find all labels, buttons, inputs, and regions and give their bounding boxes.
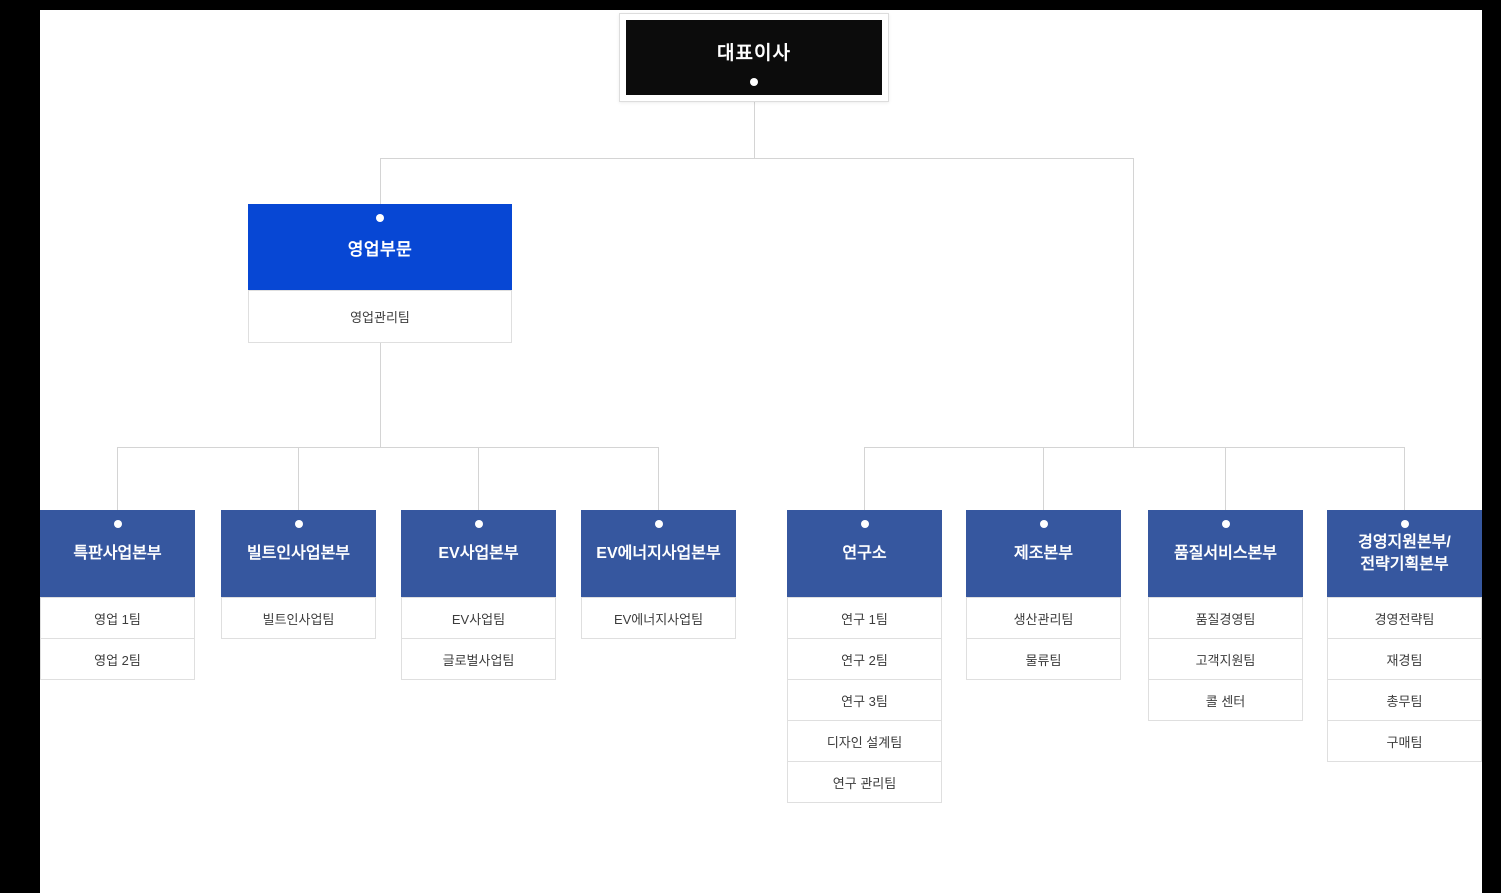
- team-item: 고객지원팀: [1148, 638, 1303, 680]
- connector-line: [380, 158, 381, 205]
- connector-line: [1133, 158, 1134, 448]
- ceo-box: 대표이사: [626, 20, 882, 95]
- department-title: 품질서비스본부: [1173, 544, 1278, 562]
- department-column: EV에너지사업본부 EV에너지사업팀: [581, 510, 736, 639]
- team-item: 연구 3팀: [787, 679, 942, 721]
- connector-dot-icon: [750, 78, 758, 86]
- department-title: 연구소: [842, 544, 887, 562]
- team-item: 디자인 설계팀: [787, 720, 942, 762]
- department-title: EV에너지사업본부: [596, 544, 721, 562]
- sales-division-header: 영업부문: [248, 204, 512, 290]
- department-header: EV사업본부: [401, 510, 556, 597]
- team-item: 영업 2팀: [40, 638, 195, 680]
- connector-dot-icon: [860, 520, 869, 528]
- department-title: 특판사업본부: [73, 544, 162, 562]
- department-header: EV에너지사업본부: [581, 510, 736, 597]
- team-item: 연구 관리팀: [787, 761, 942, 803]
- team-item: 글로벌사업팀: [401, 638, 556, 680]
- connector-dot-icon: [1400, 520, 1409, 528]
- connector-dot-icon: [1039, 520, 1048, 528]
- department-header: 제조본부: [966, 510, 1121, 597]
- connector-line: [1404, 447, 1405, 511]
- department-title: EV사업본부: [438, 544, 519, 562]
- connector-dot-icon: [294, 520, 303, 528]
- team-item: 구매팀: [1327, 720, 1482, 762]
- team-item: 생산관리팀: [966, 597, 1121, 639]
- connector-dot-icon: [113, 520, 122, 528]
- connector-line: [864, 447, 865, 511]
- connector-line: [380, 158, 1134, 159]
- team-item: EV사업팀: [401, 597, 556, 639]
- connector-line: [754, 95, 755, 159]
- connector-line: [298, 447, 299, 511]
- team-item: 영업 1팀: [40, 597, 195, 639]
- connector-line: [1225, 447, 1226, 511]
- connector-line: [864, 447, 1405, 448]
- connector-line: [117, 447, 659, 448]
- ceo-node: 대표이사: [619, 13, 889, 102]
- ceo-title: 대표이사: [717, 43, 791, 64]
- department-header: 연구소: [787, 510, 942, 597]
- connector-dot-icon: [654, 520, 663, 528]
- connector-line: [380, 343, 381, 448]
- department-title: 제조본부: [1014, 544, 1073, 562]
- department-header: 특판사업본부: [40, 510, 195, 597]
- department-header: 경영지원본부/전략기획본부: [1327, 510, 1482, 597]
- team-item: 영업관리팀: [248, 290, 512, 343]
- sales-division-title: 영업부문: [347, 239, 413, 259]
- connector-line: [117, 447, 118, 511]
- department-title: 경영지원본부/전략기획본부: [1358, 533, 1451, 573]
- connector-line: [658, 447, 659, 511]
- connector-dot-icon: [1221, 520, 1230, 528]
- team-item: 연구 2팀: [787, 638, 942, 680]
- team-item: 품질경영팀: [1148, 597, 1303, 639]
- chart-background: [40, 10, 1482, 893]
- department-header: 품질서비스본부: [1148, 510, 1303, 597]
- team-item: 콜 센터: [1148, 679, 1303, 721]
- connector-line: [478, 447, 479, 511]
- team-item: 연구 1팀: [787, 597, 942, 639]
- connector-dot-icon: [376, 214, 384, 222]
- team-item: 물류팀: [966, 638, 1121, 680]
- team-item: EV에너지사업팀: [581, 597, 736, 639]
- team-item: 경영전략팀: [1327, 597, 1482, 639]
- connector-dot-icon: [474, 520, 483, 528]
- department-title: 빌트인사업본부: [246, 544, 351, 562]
- sales-division-node: 영업부문 영업관리팀: [248, 204, 512, 343]
- team-item: 총무팀: [1327, 679, 1482, 721]
- team-item: 재경팀: [1327, 638, 1482, 680]
- department-header: 빌트인사업본부: [221, 510, 376, 597]
- team-item: 빌트인사업팀: [221, 597, 376, 639]
- connector-line: [1043, 447, 1044, 511]
